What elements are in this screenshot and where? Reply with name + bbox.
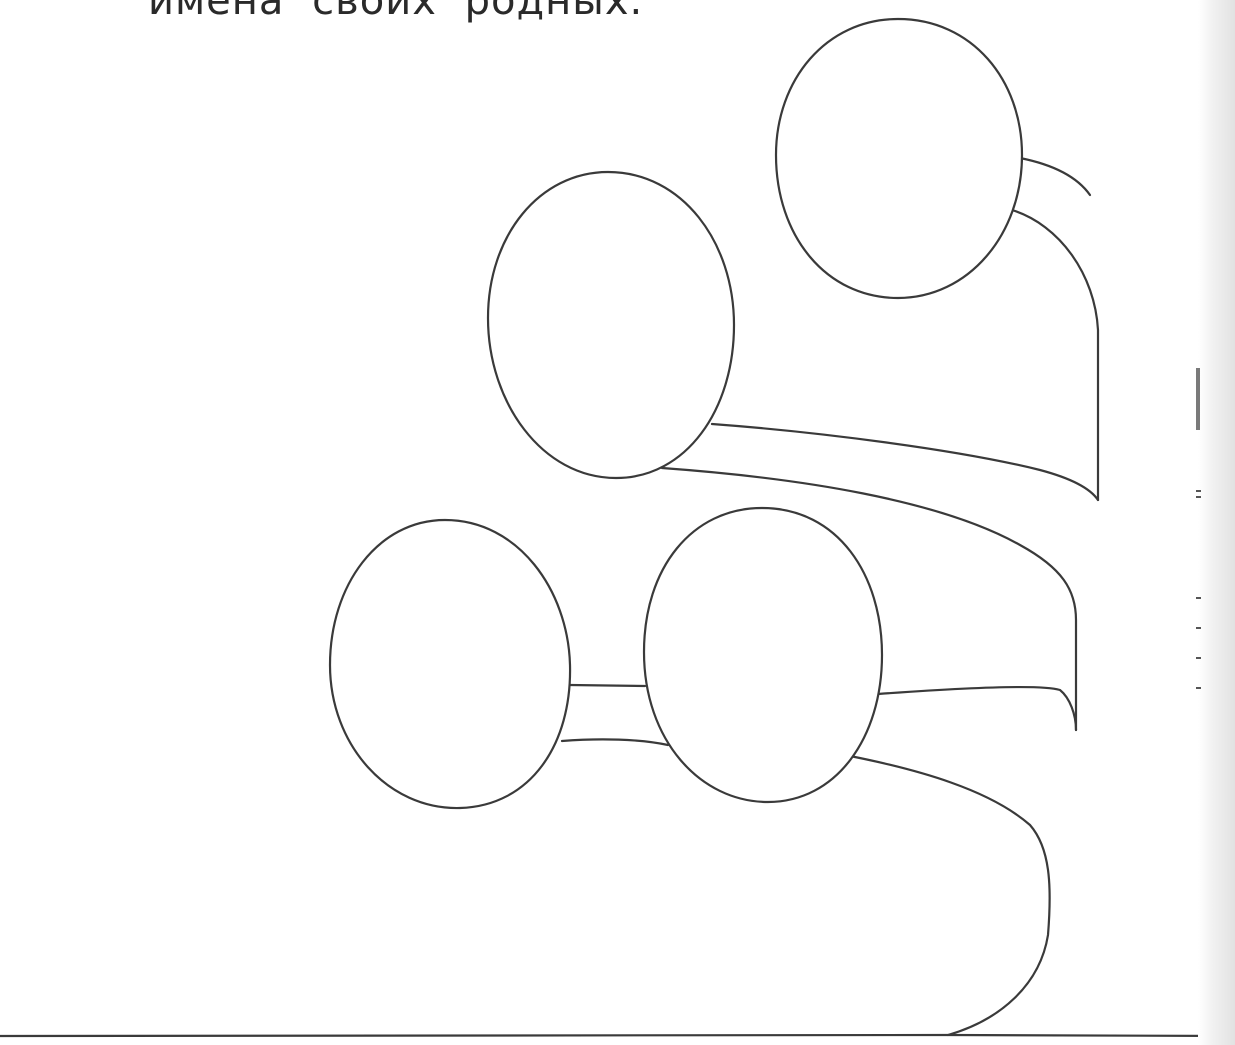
- name-oval-top-right[interactable]: [776, 19, 1022, 298]
- branch-lower-right-lower-edge: [850, 756, 1050, 1035]
- branch-top-right-lower-edge: [1012, 210, 1098, 500]
- binding-mark: [1196, 496, 1201, 498]
- branch-middle-upper-edge: [712, 424, 1098, 500]
- name-oval-bottom-left[interactable]: [330, 520, 570, 808]
- book-binding-edge: [1198, 0, 1235, 1045]
- name-oval-middle-left[interactable]: [488, 172, 734, 478]
- connector-bottom-upper: [570, 685, 645, 686]
- branch-lower-right-upper-edge: [878, 687, 1076, 730]
- binding-mark: [1196, 687, 1201, 689]
- binding-mark: [1196, 597, 1201, 599]
- binding-shadow-bar: [1196, 368, 1200, 430]
- binding-mark: [1196, 657, 1201, 659]
- binding-mark: [1196, 490, 1201, 492]
- name-oval-bottom-right[interactable]: [644, 508, 882, 802]
- page-base-line: [0, 1035, 1235, 1036]
- binding-mark: [1196, 627, 1201, 629]
- connector-bottom-lower: [562, 739, 668, 745]
- branch-top-right-upper-edge: [1020, 158, 1090, 195]
